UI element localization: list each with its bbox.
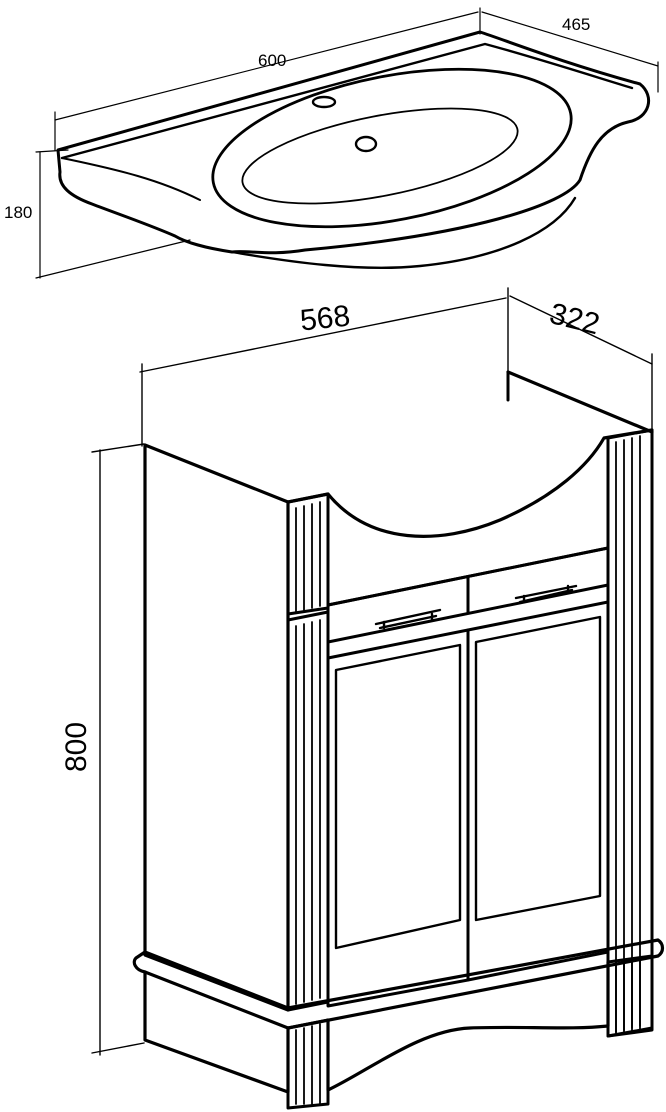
cabinet-width-label: 568 (298, 300, 351, 338)
base-skirt (143, 970, 290, 1094)
basin-height-ext-top (35, 149, 69, 153)
door-right-panel (474, 615, 602, 922)
right-base-pilaster (606, 954, 654, 1038)
basin-bowl-outer (211, 67, 573, 229)
drawer-row (326, 546, 610, 644)
cabinet-depth-dimension-line (509, 295, 653, 365)
basin-dimension-lines (35, 7, 659, 279)
drawer-right-handle-icon (514, 584, 578, 604)
basin-width-label: 600 (258, 51, 286, 70)
basin-width-dimension-line (54, 11, 479, 121)
cabinet-back-edge (506, 370, 654, 434)
left-pilaster-upper (286, 492, 330, 616)
cabinet-height-ext-top (91, 443, 145, 453)
vanity-cabinet: 568 322 800 (60, 287, 665, 1110)
cabinet-height-label: 800 (60, 722, 93, 772)
cabinet-top-arch (286, 428, 654, 538)
basin-height-ext-bottom (35, 239, 191, 279)
base-skirt-curve (326, 960, 610, 1092)
left-pilaster-lower (286, 610, 330, 1012)
left-base-flutes (295, 1023, 321, 1105)
drain-hole-icon (354, 135, 378, 153)
washbasin: 600 465 180 (4, 7, 659, 279)
left-pilaster-flutes (295, 501, 321, 1005)
drawer-left-handle-icon (374, 608, 442, 630)
cabinet-dimension-lines (91, 287, 653, 1056)
door-left (326, 628, 470, 1008)
right-pilaster-flutes (615, 435, 641, 1033)
cabinet-width-dimension-line (139, 297, 507, 373)
door-left-panel (334, 643, 462, 950)
right-base-flutes (615, 957, 641, 1035)
cabinet-depth-label: 322 (546, 297, 603, 341)
left-base-pilaster (286, 1018, 330, 1110)
basin-rim-front (61, 157, 201, 201)
plinth-band (132, 938, 665, 1030)
basin-depth-dimension-line (481, 11, 659, 67)
basin-depth-label: 465 (562, 15, 590, 34)
door-right (466, 600, 610, 982)
cabinet-left-side (143, 443, 290, 1012)
cabinet-height-ext-bottom (91, 1042, 145, 1054)
basin-height-label: 180 (4, 203, 32, 222)
basin-outline (56, 30, 650, 255)
basin-underside (230, 196, 577, 270)
basin-bowl-inner (241, 107, 519, 205)
basin-rim (60, 42, 634, 160)
tap-hole-icon (311, 95, 337, 109)
